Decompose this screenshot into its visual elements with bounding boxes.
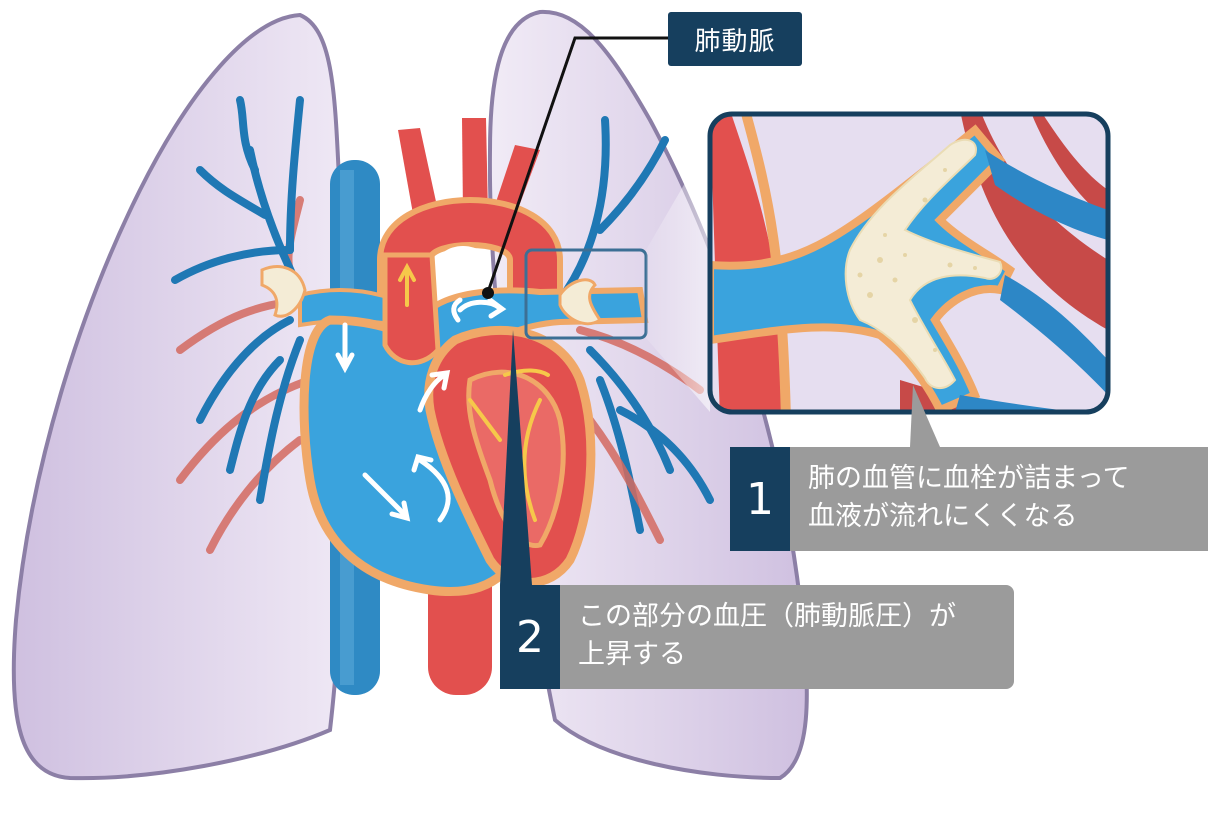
callout-2-number: 2 — [500, 585, 560, 689]
pulmonary-artery-pointer — [486, 36, 668, 293]
callout-1-pointer — [910, 385, 940, 447]
callout-1-line2: 血液が流れにくくなる — [808, 501, 1078, 532]
zoom-clot — [844, 138, 1003, 389]
callout-2-text: この部分の血圧（肺動脈圧）が 上昇する — [560, 585, 1014, 689]
zoom-beam — [646, 140, 710, 412]
callout-1: 1 肺の血管に血栓が詰まって 血液が流れにくくなる — [730, 447, 1208, 551]
callout-2-line1: この部分の血圧（肺動脈圧）が — [578, 601, 956, 632]
callout-1-number: 1 — [730, 447, 790, 551]
zoom-inset — [710, 114, 1108, 412]
oxygenated-flow-arrows — [398, 262, 550, 522]
clot-right — [558, 278, 603, 326]
left-lung-veins — [171, 96, 304, 504]
clot-left — [260, 265, 307, 318]
blood-flow-arrows — [335, 297, 507, 523]
callout-2-line2: 上昇する — [578, 639, 686, 670]
callout-2: 2 この部分の血圧（肺動脈圧）が 上昇する — [500, 585, 1014, 689]
callout-1-line1: 肺の血管に血栓が詰まって — [808, 463, 1130, 494]
callout-2-pointer — [500, 330, 532, 585]
callout-1-text: 肺の血管に血栓が詰まって 血液が流れにくくなる — [790, 447, 1208, 551]
pulmonary-artery-label: 肺動脈 — [668, 12, 802, 66]
zoom-inset-frame — [707, 111, 1111, 415]
